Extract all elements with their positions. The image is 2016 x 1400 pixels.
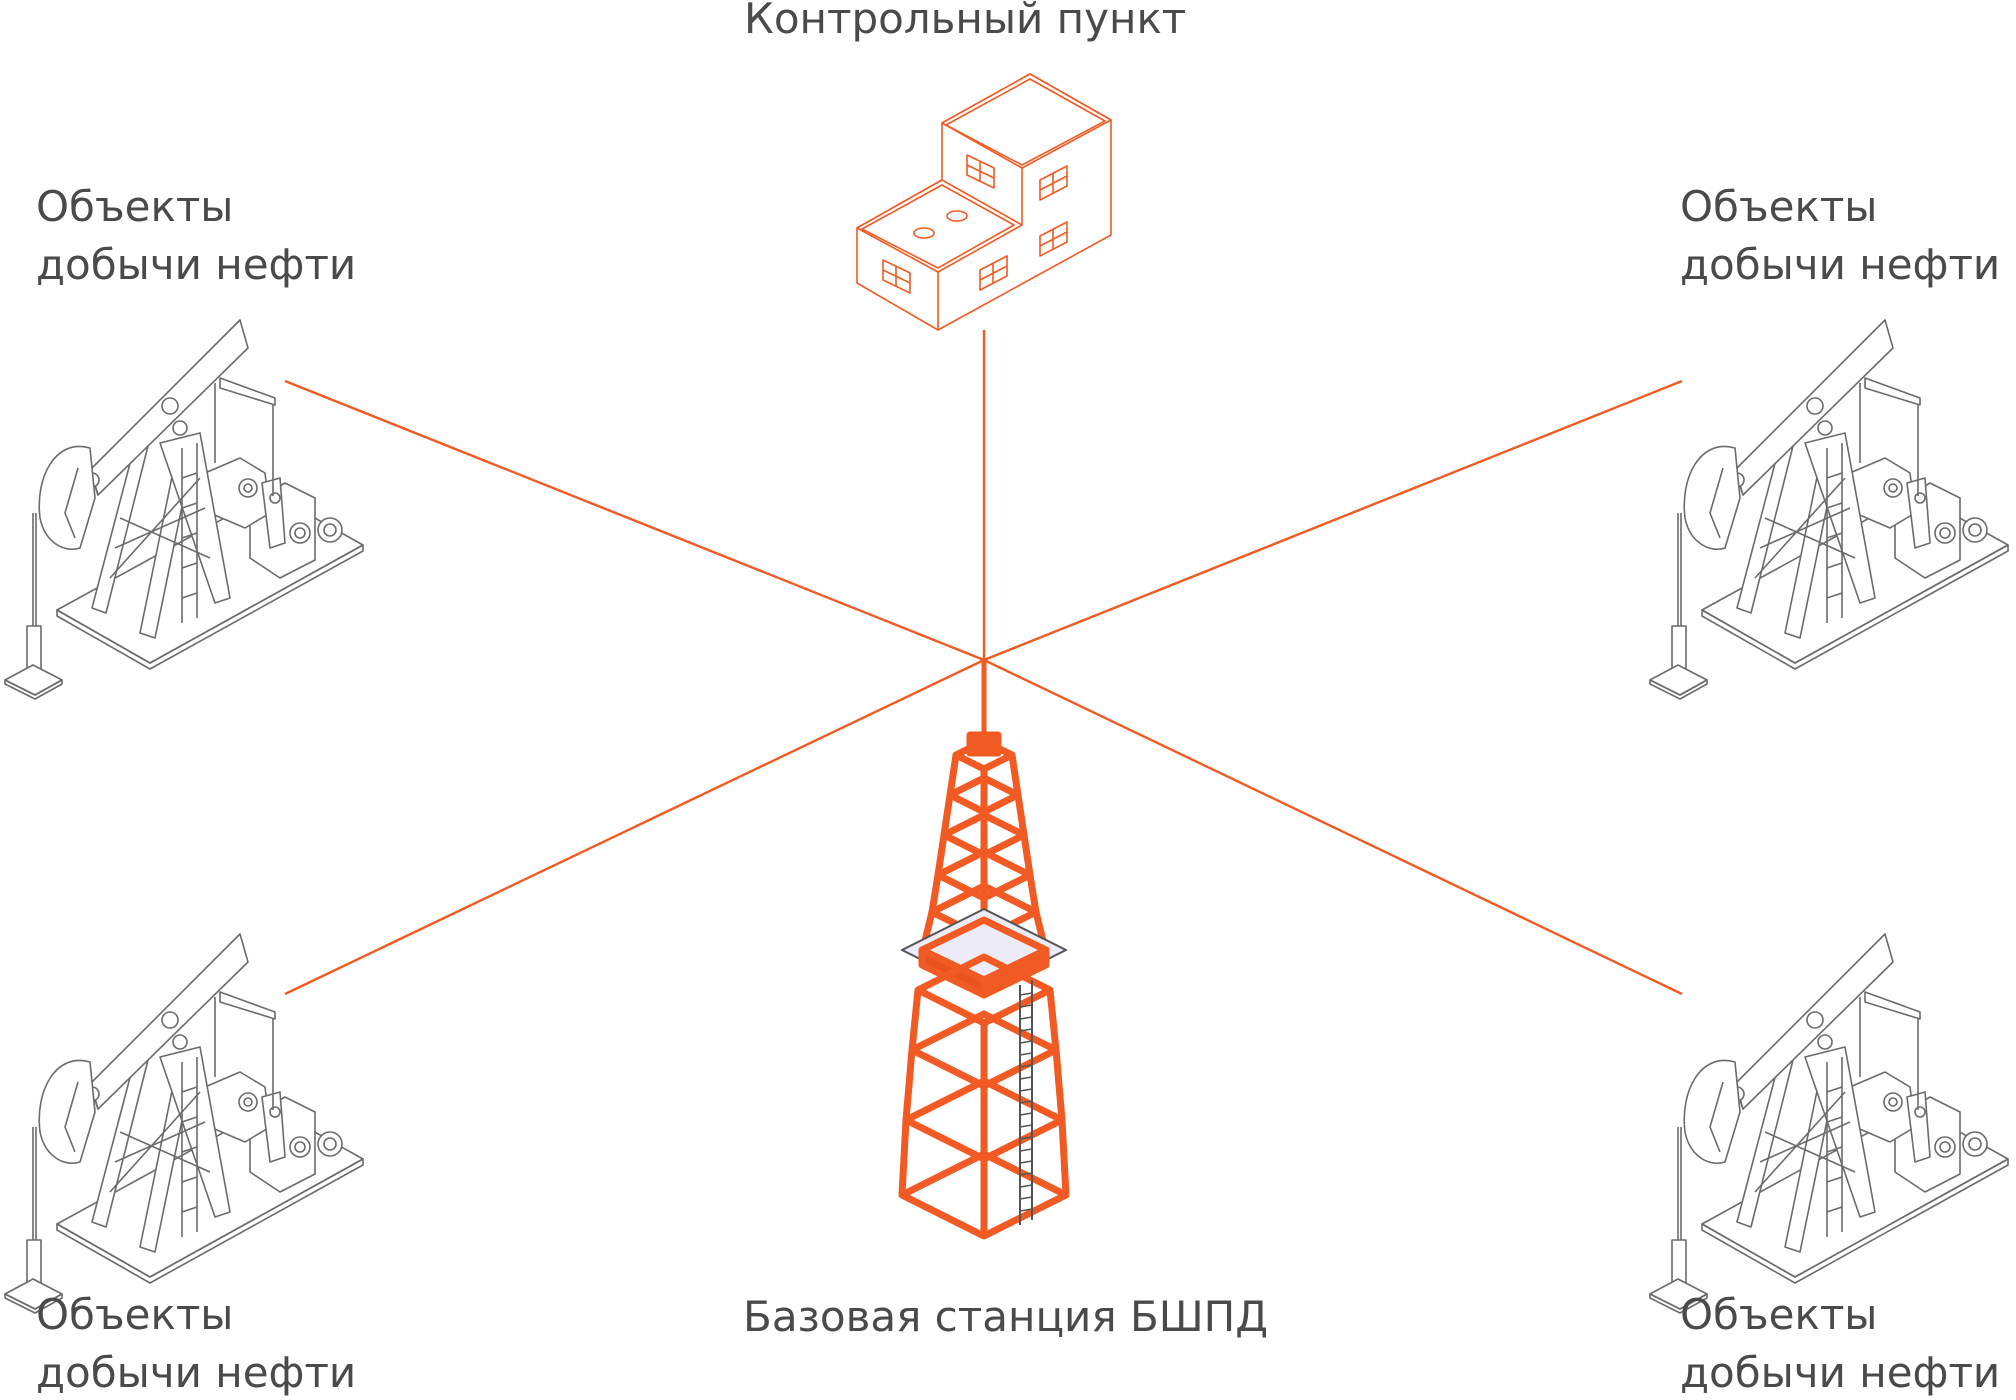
tower-leg — [1058, 1119, 1070, 1196]
ladder-rung — [1019, 1124, 1033, 1128]
oil-site-label-top-right: Объекты добычи нефти — [1680, 178, 2000, 294]
pumpjack-icon — [1649, 933, 2009, 1314]
pumpjack-icon — [4, 319, 364, 700]
tower-leg — [1008, 754, 1022, 796]
tower-leg — [1026, 874, 1040, 913]
pumpjack-icon — [4, 933, 364, 1314]
base-station-label: Базовая станция БШПД — [743, 1292, 1269, 1341]
control-point-label: Контрольный пункт — [744, 0, 1187, 43]
ladder-rung — [1019, 992, 1033, 996]
ladder-rung — [1019, 1208, 1033, 1212]
oil-site-label-line: добычи нефти — [36, 240, 357, 289]
tower-leg — [1046, 989, 1060, 1051]
oil-site-label-bottom-left: Объекты добычи нефти — [36, 1286, 356, 1400]
ladder-rung — [1019, 1196, 1033, 1200]
ladder-rung — [1019, 1172, 1033, 1176]
oil-site-label-line: добычи нефти — [1680, 1348, 2001, 1397]
tower-leg — [946, 754, 960, 796]
tower-leg — [934, 834, 948, 876]
link-oil-site-bottom-right — [983, 658, 1683, 996]
tower-leg — [1014, 794, 1028, 836]
ladder-rung — [1019, 1112, 1033, 1116]
oil-site-label-line: добычи нефти — [1680, 240, 2001, 289]
link-oil-site-bottom-left — [284, 658, 985, 996]
ladder-rung — [1019, 1088, 1033, 1092]
connection-lines — [284, 330, 1683, 996]
tower-leg — [898, 1119, 910, 1196]
oil-site-label-top-left: Объекты добычи нефти — [36, 178, 356, 294]
ladder-rung — [1019, 1028, 1033, 1032]
oil-site-label-bottom-right: Объекты добычи нефти — [1680, 1286, 2000, 1400]
oil-site-label-line: добычи нефти — [36, 1348, 357, 1397]
ladder-rung — [1019, 1136, 1033, 1140]
pumpjack-icon — [1649, 319, 2009, 700]
ladder-rung — [1019, 1064, 1033, 1068]
ladder-rung — [1019, 1052, 1033, 1056]
control-building-icon — [856, 73, 1112, 331]
ladder-rung — [1019, 1016, 1033, 1020]
tower-leg — [940, 794, 954, 836]
ladder-rung — [1019, 1004, 1033, 1008]
tower-leg — [1052, 1049, 1066, 1121]
tower-leg — [908, 989, 922, 1051]
ladder-rung — [1019, 1100, 1033, 1104]
oil-site-label-line: Объекты — [1680, 1290, 1878, 1339]
base-station-tower-icon — [898, 660, 1070, 1240]
oil-site-label-line: Объекты — [1680, 182, 1878, 231]
ladder-rung — [1019, 1076, 1033, 1080]
ladder-rung — [1019, 1184, 1033, 1188]
oil-site-label-line: Объекты — [36, 1290, 234, 1339]
link-oil-site-top-right — [983, 379, 1683, 662]
oil-site-label-line: Объекты — [36, 182, 234, 231]
tower-leg — [1020, 834, 1034, 876]
link-oil-site-top-left — [284, 379, 985, 662]
ladder-rung — [1019, 1148, 1033, 1152]
ladder-rung — [1019, 1160, 1033, 1164]
tower-leg — [902, 1049, 916, 1121]
ladder-rung — [1019, 1040, 1033, 1044]
tower-leg — [928, 874, 942, 913]
